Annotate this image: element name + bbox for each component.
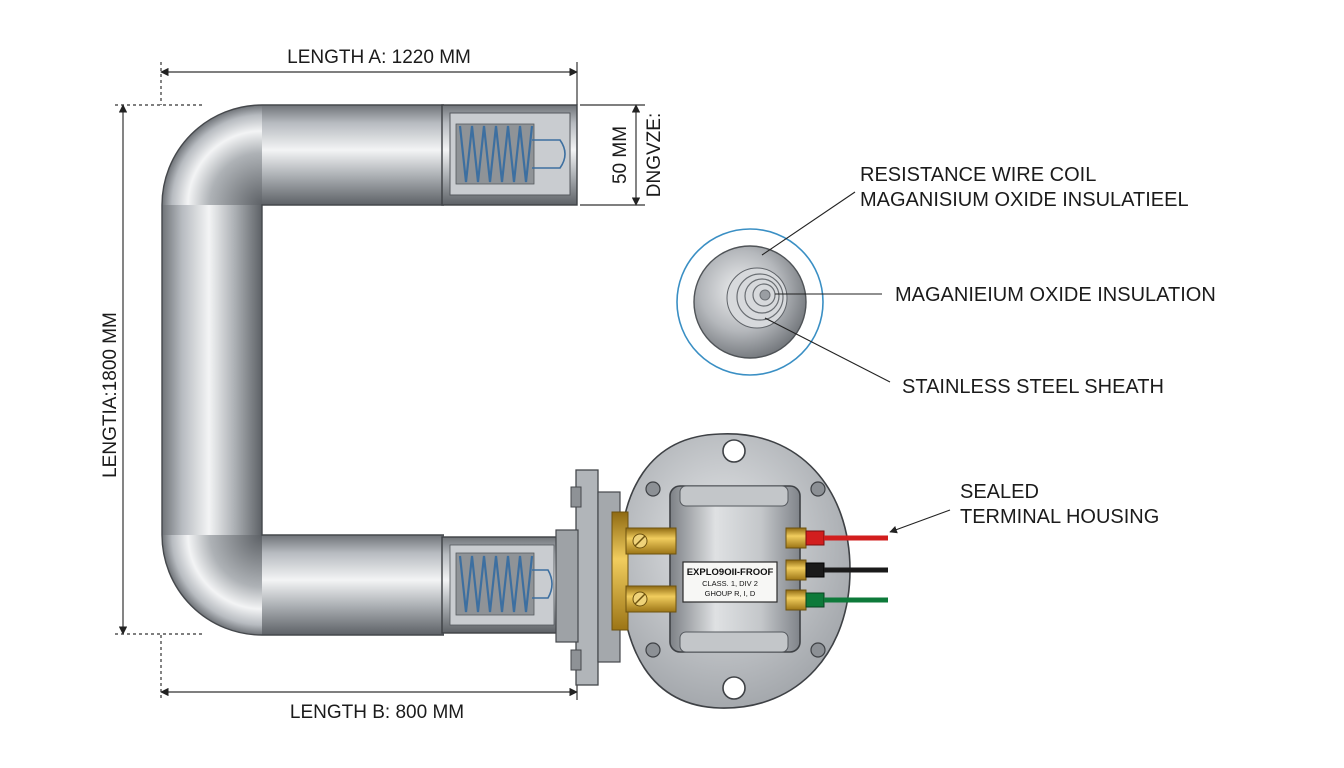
nameplate-line-2: CLASS. 1, DIV 2: [702, 579, 758, 588]
housing-callout-line-1: SEALED: [960, 481, 1039, 503]
cross-section-accent-ring: [676, 228, 824, 376]
length-a-label: LENGTH A: 1220 MM: [287, 47, 471, 68]
housing-callout-line-2: TERMINAL HOUSING: [960, 506, 1159, 528]
diameter-code-label: DNGVZE:: [644, 113, 665, 197]
black-wire-insulation: [805, 562, 825, 578]
tube-vertical-segment: [162, 205, 262, 535]
sheath-callout: STAINLESS STEEL SHEATH: [902, 376, 1164, 398]
tube-bottom-bend: [162, 535, 262, 635]
red-wire-insulation: [805, 530, 825, 546]
top-mount-hole: [722, 439, 746, 463]
dimension-lines: [115, 62, 645, 700]
heater-tube: [161, 104, 578, 636]
top-resistance-coil: [458, 125, 534, 183]
brass-connectors: [611, 511, 807, 631]
tube-top-bend: [162, 105, 262, 205]
cross-section-view: [676, 228, 824, 376]
coil-callout-line-1: RESISTANCE WIRE COIL: [860, 164, 1096, 186]
tube-bottom-segment: [262, 535, 444, 635]
nameplate-line-3: GHOUP R, I, D: [705, 589, 756, 598]
green-wire-insulation: [805, 592, 825, 608]
bottom-cutaway-section: [441, 536, 561, 634]
bottom-resistance-coil: [458, 555, 534, 613]
lead-wires: [805, 530, 888, 608]
terminal-housing: EXPLO9OII-FROOF CLASS. 1, DIV 2 GHOUP R,…: [555, 433, 888, 709]
length-b-label: LENGTH B: 800 MM: [290, 702, 464, 723]
coil-callout-line-2: MAGANISIUM OXIDE INSULATIEEL: [860, 189, 1189, 211]
tube-outline: [161, 104, 444, 636]
tube-top-segment: [262, 105, 444, 205]
diameter-label: 50 MM: [610, 126, 631, 184]
nameplate-line-1: EXPLO9OII-FROOF: [687, 567, 774, 578]
length-vertical-label: LENGTIA:1800 MM: [100, 312, 121, 478]
leader-lines: [761, 191, 951, 534]
insulation-callout: MAGANIEIUM OXIDE INSULATION: [895, 284, 1216, 306]
top-cutaway-section: [441, 104, 578, 206]
housing-bolts: [645, 481, 826, 658]
insulation-circle: [726, 267, 788, 329]
bottom-mount-hole: [722, 676, 746, 700]
nameplate: EXPLO9OII-FROOF CLASS. 1, DIV 2 GHOUP R,…: [682, 561, 778, 603]
